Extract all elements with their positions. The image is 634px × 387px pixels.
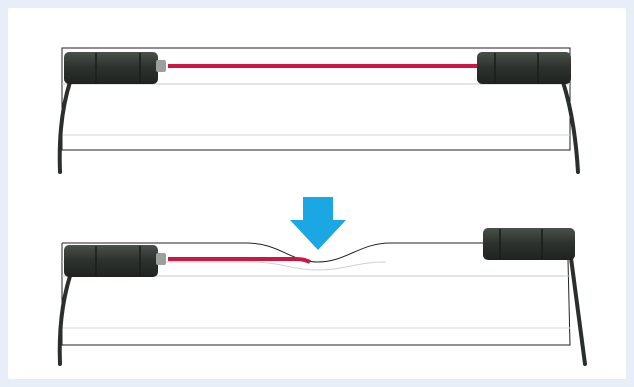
bottom-left-cable [57, 274, 72, 366]
down-arrow-icon [290, 197, 346, 250]
top-right-cable [561, 80, 580, 174]
bottom-dip-inner [62, 261, 387, 271]
top-left-cable [57, 80, 72, 174]
bottom-beam [168, 257, 311, 264]
panel-bottom [57, 197, 587, 366]
top-right-sensor-icon [477, 52, 571, 84]
bottom-right-cable [569, 256, 587, 366]
bottom-outline [61, 242, 571, 346]
top-left-sensor-icon [64, 52, 166, 84]
bottom-left-sensor-icon [64, 245, 166, 277]
panel-top [57, 47, 580, 174]
bottom-right-sensor-icon [483, 228, 575, 260]
